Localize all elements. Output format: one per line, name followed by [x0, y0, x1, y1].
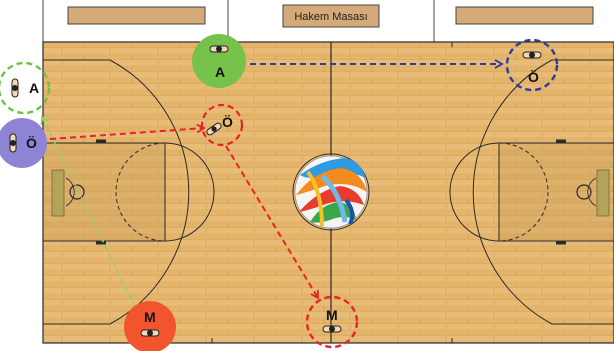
left-bench: [67, 6, 206, 25]
right-three-point-line: [472, 59, 614, 325]
left-three-point-line: [43, 59, 190, 325]
player-o-left-label: Ö: [26, 135, 37, 151]
basketball-icon: [294, 155, 368, 229]
left-free-throw-arc: [164, 142, 215, 242]
player-a-top-label: A: [215, 64, 225, 80]
right-free-throw-arc: [449, 142, 500, 242]
movement-arrows: [40, 59, 504, 308]
player-m-left-label: M: [144, 309, 156, 325]
right-hoop: [576, 184, 592, 200]
player-o-top-label: Ö: [528, 69, 539, 85]
player-o-mid-label: Ö: [222, 114, 233, 130]
right-bench: [455, 6, 594, 25]
player-m-bottom: M: [305, 295, 359, 349]
scorers-table-label: Hakem Masası: [294, 11, 367, 23]
player-o-left: Ö: [0, 118, 47, 168]
sideline-area: Hakem Masası: [42, 0, 594, 42]
player-a-left: A: [0, 61, 51, 115]
player-a-top: A: [192, 34, 246, 88]
player-a-left-label: A: [29, 80, 39, 96]
player-m-bottom-label: M: [326, 307, 338, 323]
player-o-mid: Ö: [200, 103, 244, 147]
player-m-left: M: [124, 301, 176, 351]
right-key: [498, 142, 614, 242]
center-circle: [292, 153, 370, 231]
player-o-top: Ö: [505, 38, 559, 92]
scorers-table: [282, 4, 380, 28]
left-hoop: [69, 184, 85, 200]
arrow-o-left-to-o-mid: [49, 123, 206, 140]
